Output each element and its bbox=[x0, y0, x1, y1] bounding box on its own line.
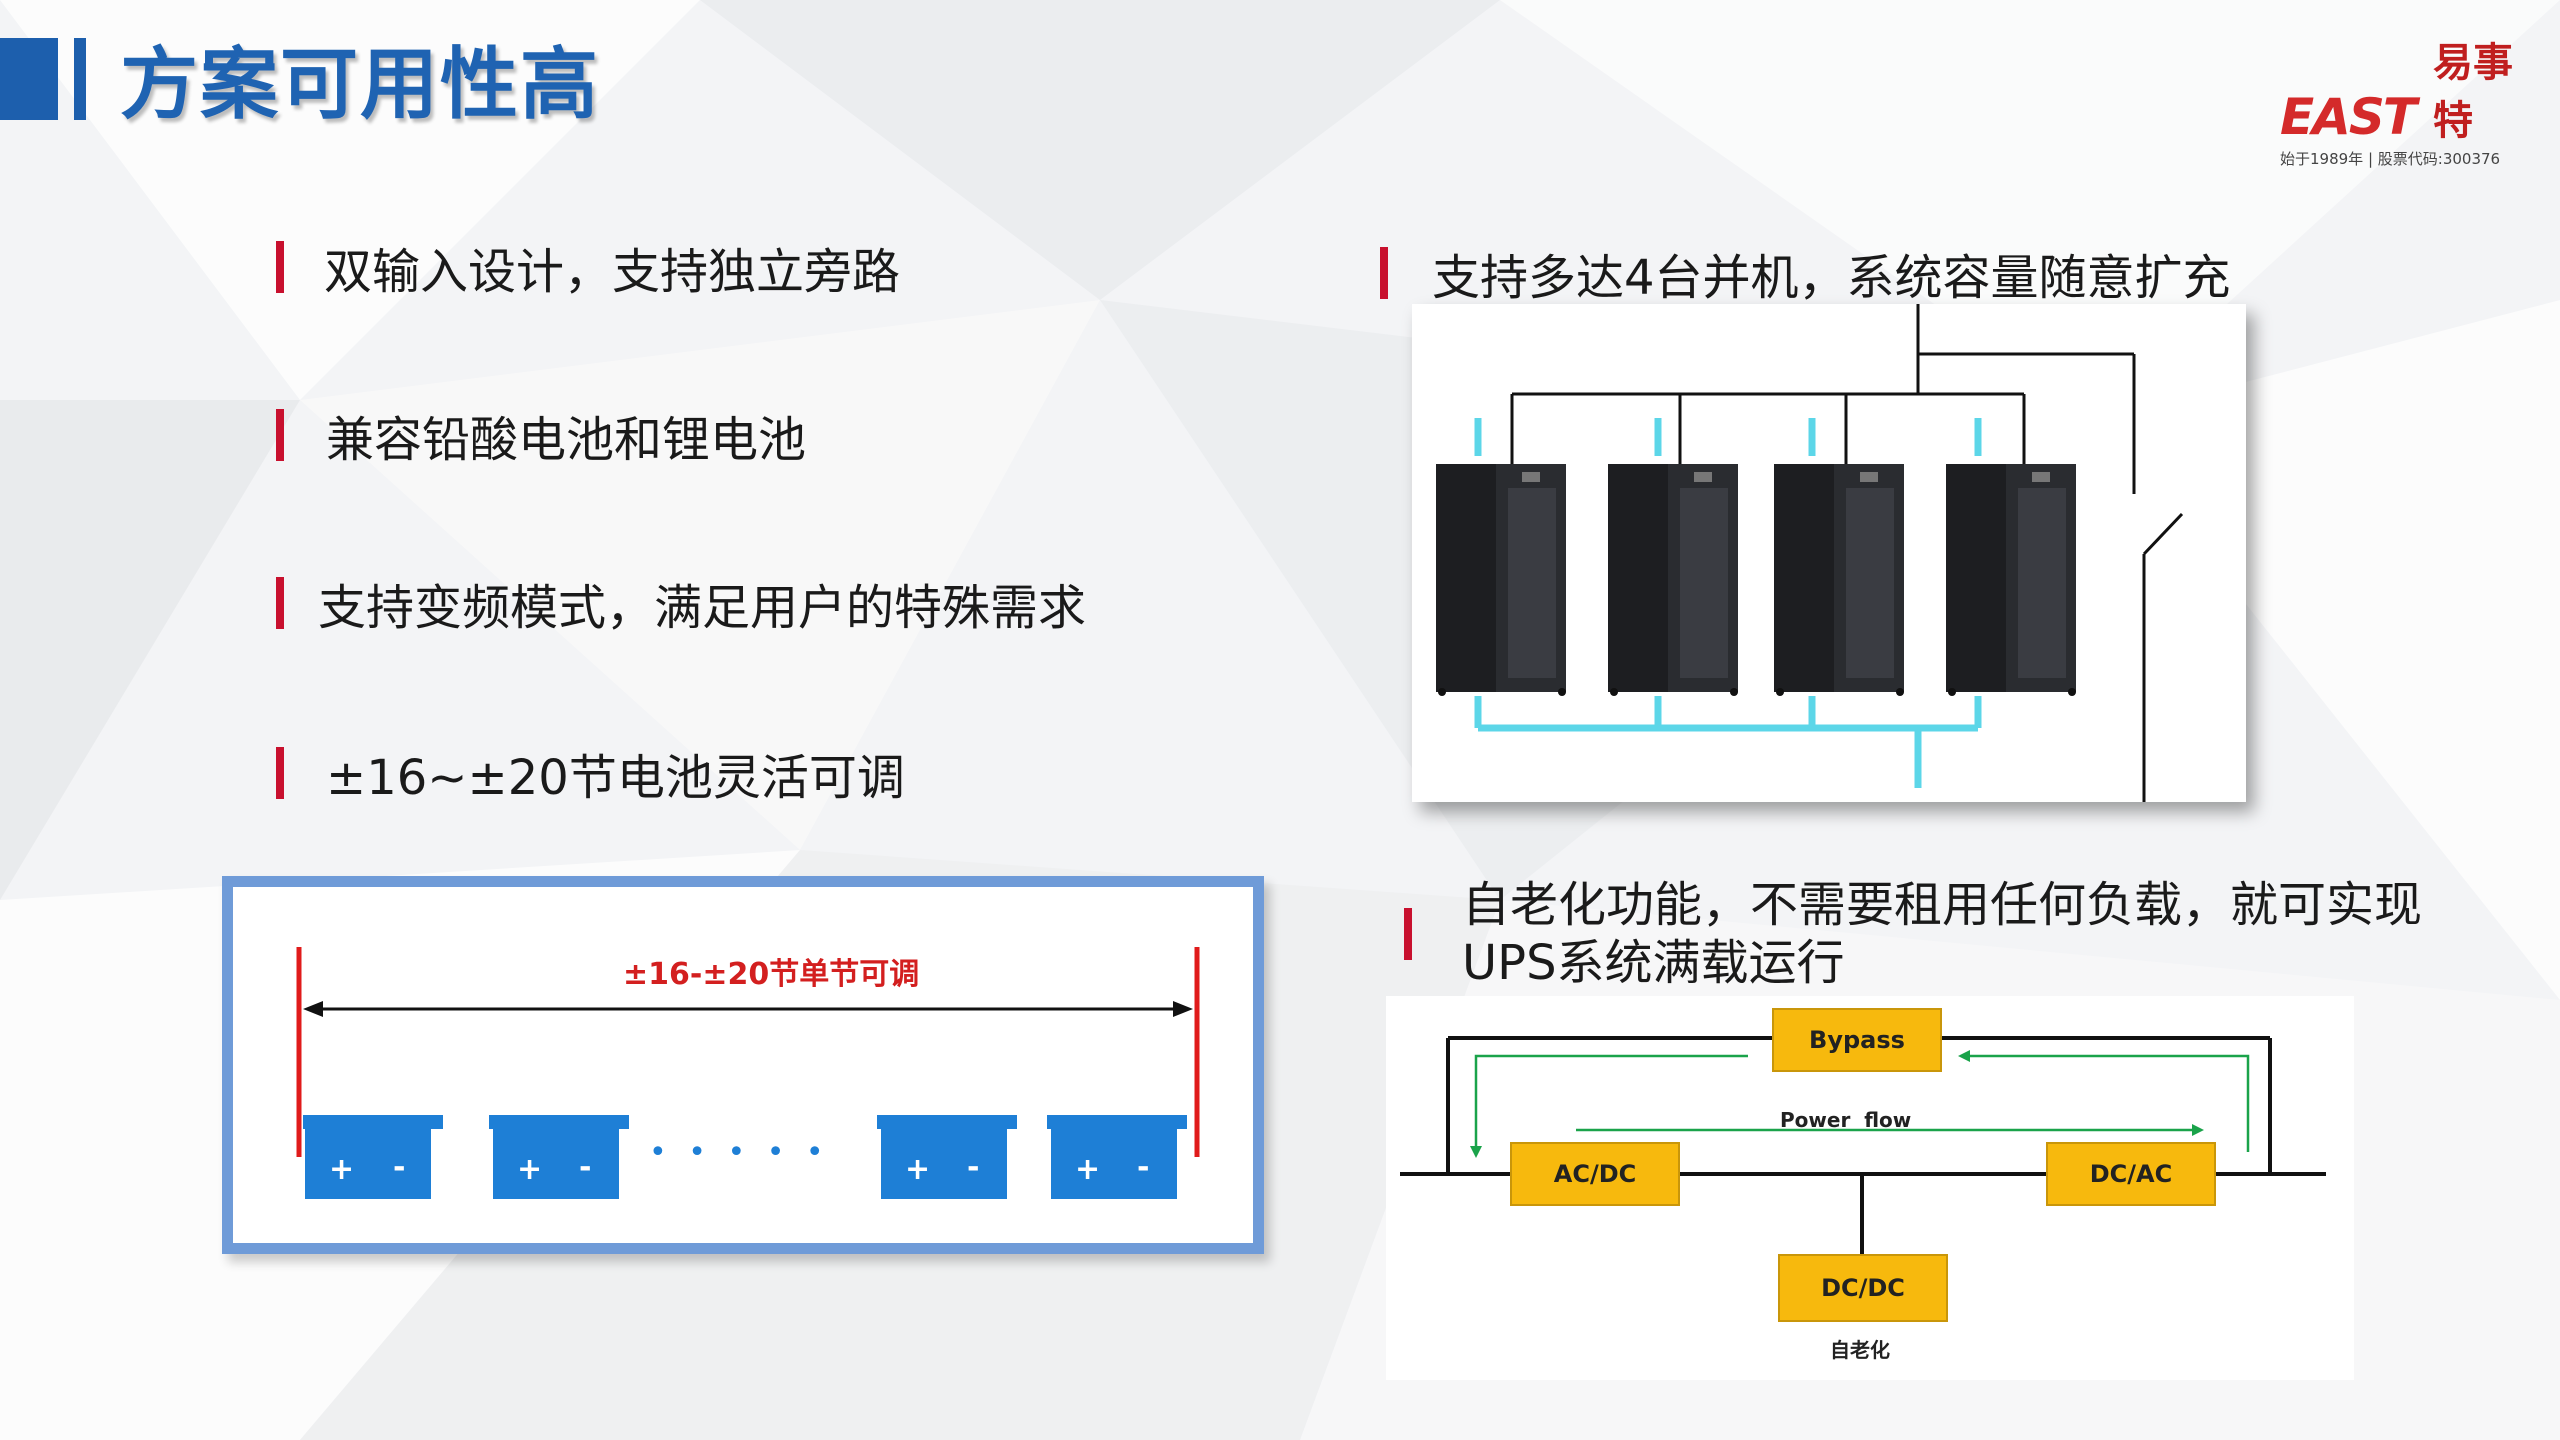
header-accent-bar bbox=[0, 38, 58, 120]
bullet-item: 支持多达4台并机，系统容量随意扩充 bbox=[1380, 238, 2231, 308]
battery-icon: + - bbox=[877, 1115, 1017, 1199]
ups-cabinet-icon bbox=[1774, 464, 1904, 696]
bypass-box: Bypass bbox=[1772, 1008, 1942, 1072]
logo-text: EAST bbox=[2280, 88, 2417, 146]
logo-subtitle: 始于1989年 | 股票代码:300376 bbox=[2280, 150, 2501, 168]
self-aging-caption: 自老化 bbox=[1830, 1338, 1890, 1362]
battery-diagram: + - + - + - + - ±16-±20节单节可调 • • • • • bbox=[222, 876, 1264, 1254]
bullet-text: 支持多达4台并机，系统容量随意扩充 bbox=[1432, 250, 2231, 306]
page-title: 方案可用性高 bbox=[120, 40, 601, 130]
self-aging-flow-diagram: Bypass AC/DC DC/AC DC/DC Power flow 自老化 bbox=[1386, 996, 2354, 1380]
svg-text:+: + bbox=[329, 1152, 354, 1187]
bullet-marker bbox=[1380, 247, 1388, 299]
bullet-text: 双输入设计，支持独立旁路 bbox=[324, 244, 901, 300]
battery-icon: + - bbox=[489, 1115, 629, 1199]
battery-diagram-graphic: + - + - + - + - bbox=[296, 947, 1200, 1199]
header-accent-bar-thin bbox=[74, 38, 86, 120]
bullet-text: 自老化功能，不需要租用任何负载，就可实现UPS系统满载运行 bbox=[1462, 877, 2423, 991]
bullet-text: 兼容铅酸电池和锂电池 bbox=[326, 412, 807, 468]
bullet-text: ±16~±20节电池灵活可调 bbox=[326, 750, 905, 806]
svg-text:+: + bbox=[1075, 1152, 1100, 1187]
svg-text:-: - bbox=[579, 1150, 591, 1185]
logo-chinese: 易事特 bbox=[2432, 39, 2513, 144]
bullet-item: 支持变频模式，满足用户的特殊需求 bbox=[276, 568, 1086, 638]
ups-parallel-graphic bbox=[1436, 304, 2184, 802]
ups-parallel-diagram bbox=[1412, 304, 2246, 802]
ups-cabinet-icon bbox=[1436, 464, 1566, 696]
svg-text:-: - bbox=[393, 1150, 405, 1185]
bullet-marker bbox=[276, 747, 284, 799]
svg-text:+: + bbox=[905, 1152, 930, 1187]
bullet-item: ±16~±20节电池灵活可调 bbox=[276, 738, 905, 808]
battery-ellipsis: • • • • • bbox=[649, 1135, 830, 1170]
bullet-marker bbox=[1404, 908, 1412, 960]
company-logo: EAST 易事特 始于1989年 | 股票代码:300376 bbox=[2280, 30, 2540, 168]
dcdc-box: DC/DC bbox=[1778, 1254, 1948, 1322]
acdc-box: AC/DC bbox=[1510, 1142, 1680, 1206]
bullet-marker bbox=[276, 241, 284, 293]
bullet-text: 支持变频模式，满足用户的特殊需求 bbox=[318, 580, 1087, 636]
battery-icon: + - bbox=[303, 1115, 443, 1199]
battery-icon: + - bbox=[1047, 1115, 1187, 1199]
bullet-marker bbox=[276, 577, 284, 629]
dcac-box: DC/AC bbox=[2046, 1142, 2216, 1206]
svg-text:-: - bbox=[1137, 1150, 1149, 1185]
svg-text:-: - bbox=[967, 1150, 979, 1185]
svg-text:+: + bbox=[517, 1152, 542, 1187]
power-flow-label: Power flow bbox=[1780, 1108, 1912, 1132]
bullet-item: 自老化功能，不需要租用任何负载，就可实现UPS系统满载运行 bbox=[1404, 876, 2422, 992]
battery-range-label: ±16-±20节单节可调 bbox=[623, 957, 920, 992]
ups-cabinet-icon bbox=[1608, 464, 1738, 696]
bullet-item: 双输入设计，支持独立旁路 bbox=[276, 232, 900, 302]
bullet-item: 兼容铅酸电池和锂电池 bbox=[276, 400, 806, 470]
ups-cabinet-icon bbox=[1946, 464, 2076, 696]
bullet-marker bbox=[276, 409, 284, 461]
